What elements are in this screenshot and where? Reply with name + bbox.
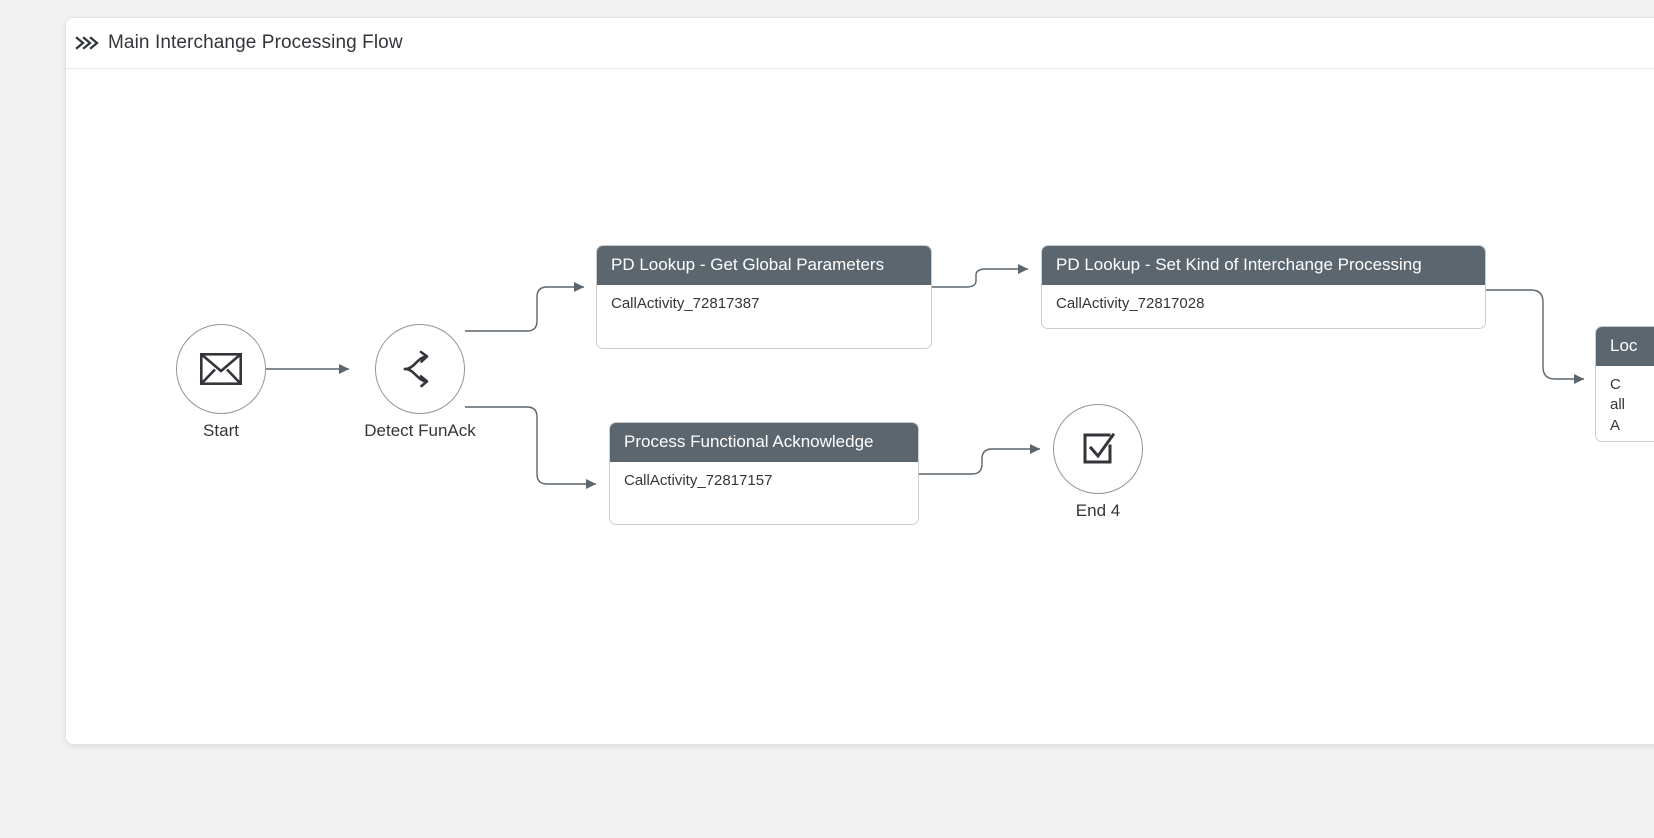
diagram-canvas[interactable]: Start Detect FunAck xyxy=(66,69,1654,745)
connector-layer xyxy=(266,263,1585,490)
branch-fork-icon xyxy=(403,350,429,388)
process-flow-panel: Main Interchange Processing Flow xyxy=(65,17,1654,745)
page-title: Main Interchange Processing Flow xyxy=(108,32,403,53)
edge-set-kind-to-lookup xyxy=(1486,289,1585,385)
edge-get-global-parameters-to-set-kind xyxy=(932,263,1029,288)
edge-gateway-to-get-global-parameters xyxy=(465,281,585,332)
message-envelope-icon xyxy=(200,353,242,385)
task-title: Loc xyxy=(1596,327,1654,366)
event-end-4-label: End 4 xyxy=(1075,501,1121,520)
event-start[interactable]: Start xyxy=(176,324,266,440)
task-title: PD Lookup - Get Global Parameters xyxy=(597,246,931,285)
task-lookup-partial[interactable]: Loc CallA y_72 69 xyxy=(1595,326,1654,442)
event-start-label: Start xyxy=(203,421,239,440)
task-id: CallActivity_72817028 xyxy=(1056,295,1205,312)
event-end-4[interactable]: End 4 xyxy=(1053,404,1143,520)
task-id: CallActivity_72817387 xyxy=(611,295,760,312)
double-chevron-right-icon[interactable] xyxy=(74,33,100,53)
task-set-kind-of-interchange[interactable]: PD Lookup - Set Kind of Interchange Proc… xyxy=(1041,245,1486,329)
checkbox-check-icon xyxy=(1083,432,1116,464)
edge-process-functional-acknowledge-to-end4 xyxy=(919,443,1041,475)
event-detect-funack-label: Detect FunAck xyxy=(364,421,476,440)
panel-header: Main Interchange Processing Flow xyxy=(66,18,1654,69)
task-id: CallActivity_72817157 xyxy=(624,472,773,489)
task-process-functional-acknowledge[interactable]: Process Functional Acknowledge CallActiv… xyxy=(609,422,919,525)
task-title: Process Functional Acknowledge xyxy=(610,423,918,462)
task-title: PD Lookup - Set Kind of Interchange Proc… xyxy=(1042,246,1485,285)
task-id: CallA y_72 69 xyxy=(1610,376,1626,441)
task-get-global-parameters[interactable]: PD Lookup - Get Global Parameters CallAc… xyxy=(596,245,932,349)
edge-gateway-to-process-functional-acknowledge xyxy=(465,406,597,490)
event-detect-funack[interactable]: Detect FunAck xyxy=(364,324,476,440)
